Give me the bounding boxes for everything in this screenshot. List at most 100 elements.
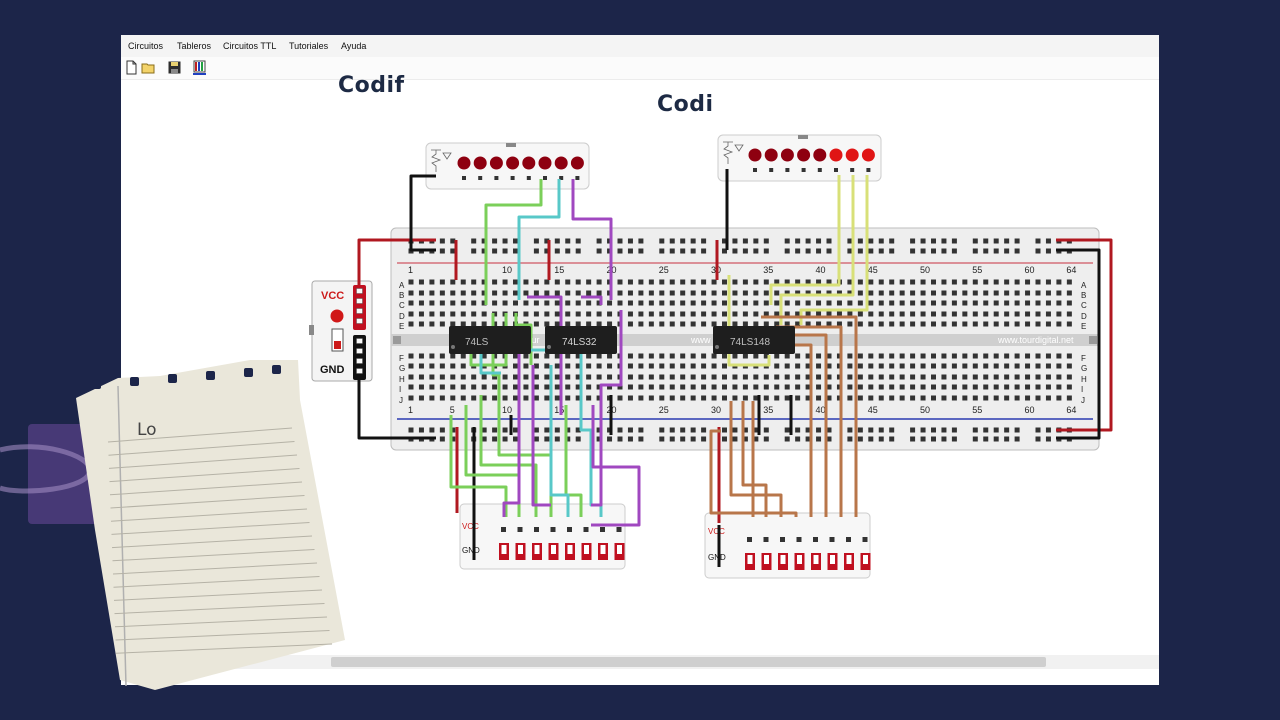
breadboard-hole[interactable]: [868, 395, 874, 401]
breadboard-hole[interactable]: [1014, 353, 1020, 359]
breadboard-hole[interactable]: [732, 238, 738, 244]
breadboard-hole[interactable]: [638, 436, 644, 442]
breadboard-hole[interactable]: [784, 300, 790, 306]
breadboard-hole[interactable]: [899, 321, 905, 327]
breadboard-hole[interactable]: [722, 248, 727, 254]
breadboard-hole[interactable]: [481, 238, 487, 244]
breadboard-hole[interactable]: [471, 321, 477, 327]
breadboard-hole[interactable]: [910, 300, 916, 306]
save-disk-icon[interactable]: [167, 60, 182, 75]
breadboard-hole[interactable]: [722, 384, 727, 390]
breadboard-hole[interactable]: [492, 300, 498, 306]
breadboard-hole[interactable]: [575, 321, 581, 327]
breadboard-hole[interactable]: [627, 290, 633, 296]
breadboard-hole[interactable]: [1025, 311, 1031, 317]
breadboard-hole[interactable]: [627, 436, 633, 442]
breadboard-hole[interactable]: [889, 238, 895, 244]
breadboard-hole[interactable]: [502, 300, 508, 306]
breadboard-hole[interactable]: [795, 395, 801, 401]
breadboard-hole[interactable]: [1056, 290, 1062, 296]
breadboard-hole[interactable]: [1014, 248, 1020, 254]
breadboard-hole[interactable]: [669, 395, 675, 401]
breadboard-hole[interactable]: [784, 238, 790, 244]
breadboard-hole[interactable]: [1035, 374, 1041, 380]
breadboard-hole[interactable]: [1045, 311, 1051, 317]
breadboard-hole[interactable]: [617, 300, 623, 306]
breadboard-hole[interactable]: [659, 300, 665, 306]
breadboard-hole[interactable]: [648, 395, 654, 401]
breadboard-hole[interactable]: [638, 248, 644, 254]
breadboard-hole[interactable]: [596, 353, 602, 359]
breadboard-hole[interactable]: [972, 384, 978, 390]
breadboard-hole[interactable]: [889, 374, 895, 380]
breadboard-hole[interactable]: [889, 353, 895, 359]
breadboard-hole[interactable]: [910, 395, 916, 401]
breadboard-hole[interactable]: [836, 353, 842, 359]
breadboard-hole[interactable]: [575, 436, 581, 442]
breadboard-hole[interactable]: [878, 321, 884, 327]
breadboard-hole[interactable]: [627, 238, 633, 244]
breadboard-hole[interactable]: [1035, 436, 1041, 442]
wire-brown-5[interactable]: [709, 429, 798, 517]
breadboard-hole[interactable]: [554, 321, 560, 327]
breadboard-hole[interactable]: [502, 395, 508, 401]
breadboard-hole[interactable]: [910, 427, 916, 433]
breadboard-hole[interactable]: [878, 300, 884, 306]
breadboard-hole[interactable]: [659, 248, 665, 254]
breadboard-hole[interactable]: [533, 436, 539, 442]
breadboard-hole[interactable]: [1045, 238, 1051, 244]
breadboard-hole[interactable]: [763, 384, 769, 390]
breadboard-hole[interactable]: [763, 353, 769, 359]
breadboard-hole[interactable]: [659, 321, 665, 327]
breadboard-hole[interactable]: [439, 311, 445, 317]
breadboard-hole[interactable]: [429, 311, 435, 317]
breadboard-hole[interactable]: [1045, 353, 1051, 359]
breadboard-hole[interactable]: [951, 427, 957, 433]
breadboard-hole[interactable]: [648, 290, 654, 296]
breadboard-hole[interactable]: [962, 300, 968, 306]
breadboard-hole[interactable]: [742, 321, 748, 327]
breadboard-hole[interactable]: [816, 363, 822, 369]
breadboard-hole[interactable]: [774, 363, 780, 369]
breadboard-hole[interactable]: [857, 395, 863, 401]
breadboard-hole[interactable]: [1014, 300, 1020, 306]
breadboard-hole[interactable]: [429, 427, 435, 433]
breadboard-hole[interactable]: [962, 279, 968, 285]
breadboard-hole[interactable]: [763, 311, 769, 317]
breadboard-hole[interactable]: [1014, 374, 1020, 380]
breadboard-hole[interactable]: [816, 427, 822, 433]
wire-led-left-gnd[interactable]: [409, 174, 436, 252]
breadboard-hole[interactable]: [408, 395, 414, 401]
breadboard-hole[interactable]: [993, 248, 999, 254]
breadboard-hole[interactable]: [659, 311, 665, 317]
breadboard-hole[interactable]: [523, 311, 529, 317]
breadboard-hole[interactable]: [816, 290, 822, 296]
breadboard-hole[interactable]: [1025, 384, 1031, 390]
breadboard-hole[interactable]: [816, 436, 822, 442]
breadboard-hole[interactable]: [638, 290, 644, 296]
breadboard-hole[interactable]: [910, 363, 916, 369]
breadboard-hole[interactable]: [722, 311, 727, 317]
breadboard-hole[interactable]: [910, 279, 916, 285]
breadboard-hole[interactable]: [784, 427, 790, 433]
breadboard-hole[interactable]: [450, 395, 456, 401]
breadboard-hole[interactable]: [617, 290, 623, 296]
breadboard-hole[interactable]: [471, 374, 477, 380]
breadboard-hole[interactable]: [701, 363, 707, 369]
breadboard-hole[interactable]: [847, 290, 853, 296]
breadboard-hole[interactable]: [951, 321, 957, 327]
breadboard-hole[interactable]: [533, 279, 539, 285]
chip-74ls148[interactable]: 74LS148: [713, 326, 795, 354]
breadboard-hole[interactable]: [513, 436, 518, 442]
breadboard-hole[interactable]: [784, 311, 790, 317]
breadboard-hole[interactable]: [774, 321, 780, 327]
breadboard-hole[interactable]: [450, 353, 456, 359]
breadboard-hole[interactable]: [1066, 384, 1072, 390]
breadboard-hole[interactable]: [669, 311, 675, 317]
breadboard-hole[interactable]: [951, 436, 957, 442]
breadboard-hole[interactable]: [753, 290, 759, 296]
breadboard-hole[interactable]: [471, 248, 477, 254]
open-folder-icon[interactable]: [141, 60, 156, 75]
breadboard-hole[interactable]: [565, 300, 571, 306]
breadboard-hole[interactable]: [638, 300, 644, 306]
